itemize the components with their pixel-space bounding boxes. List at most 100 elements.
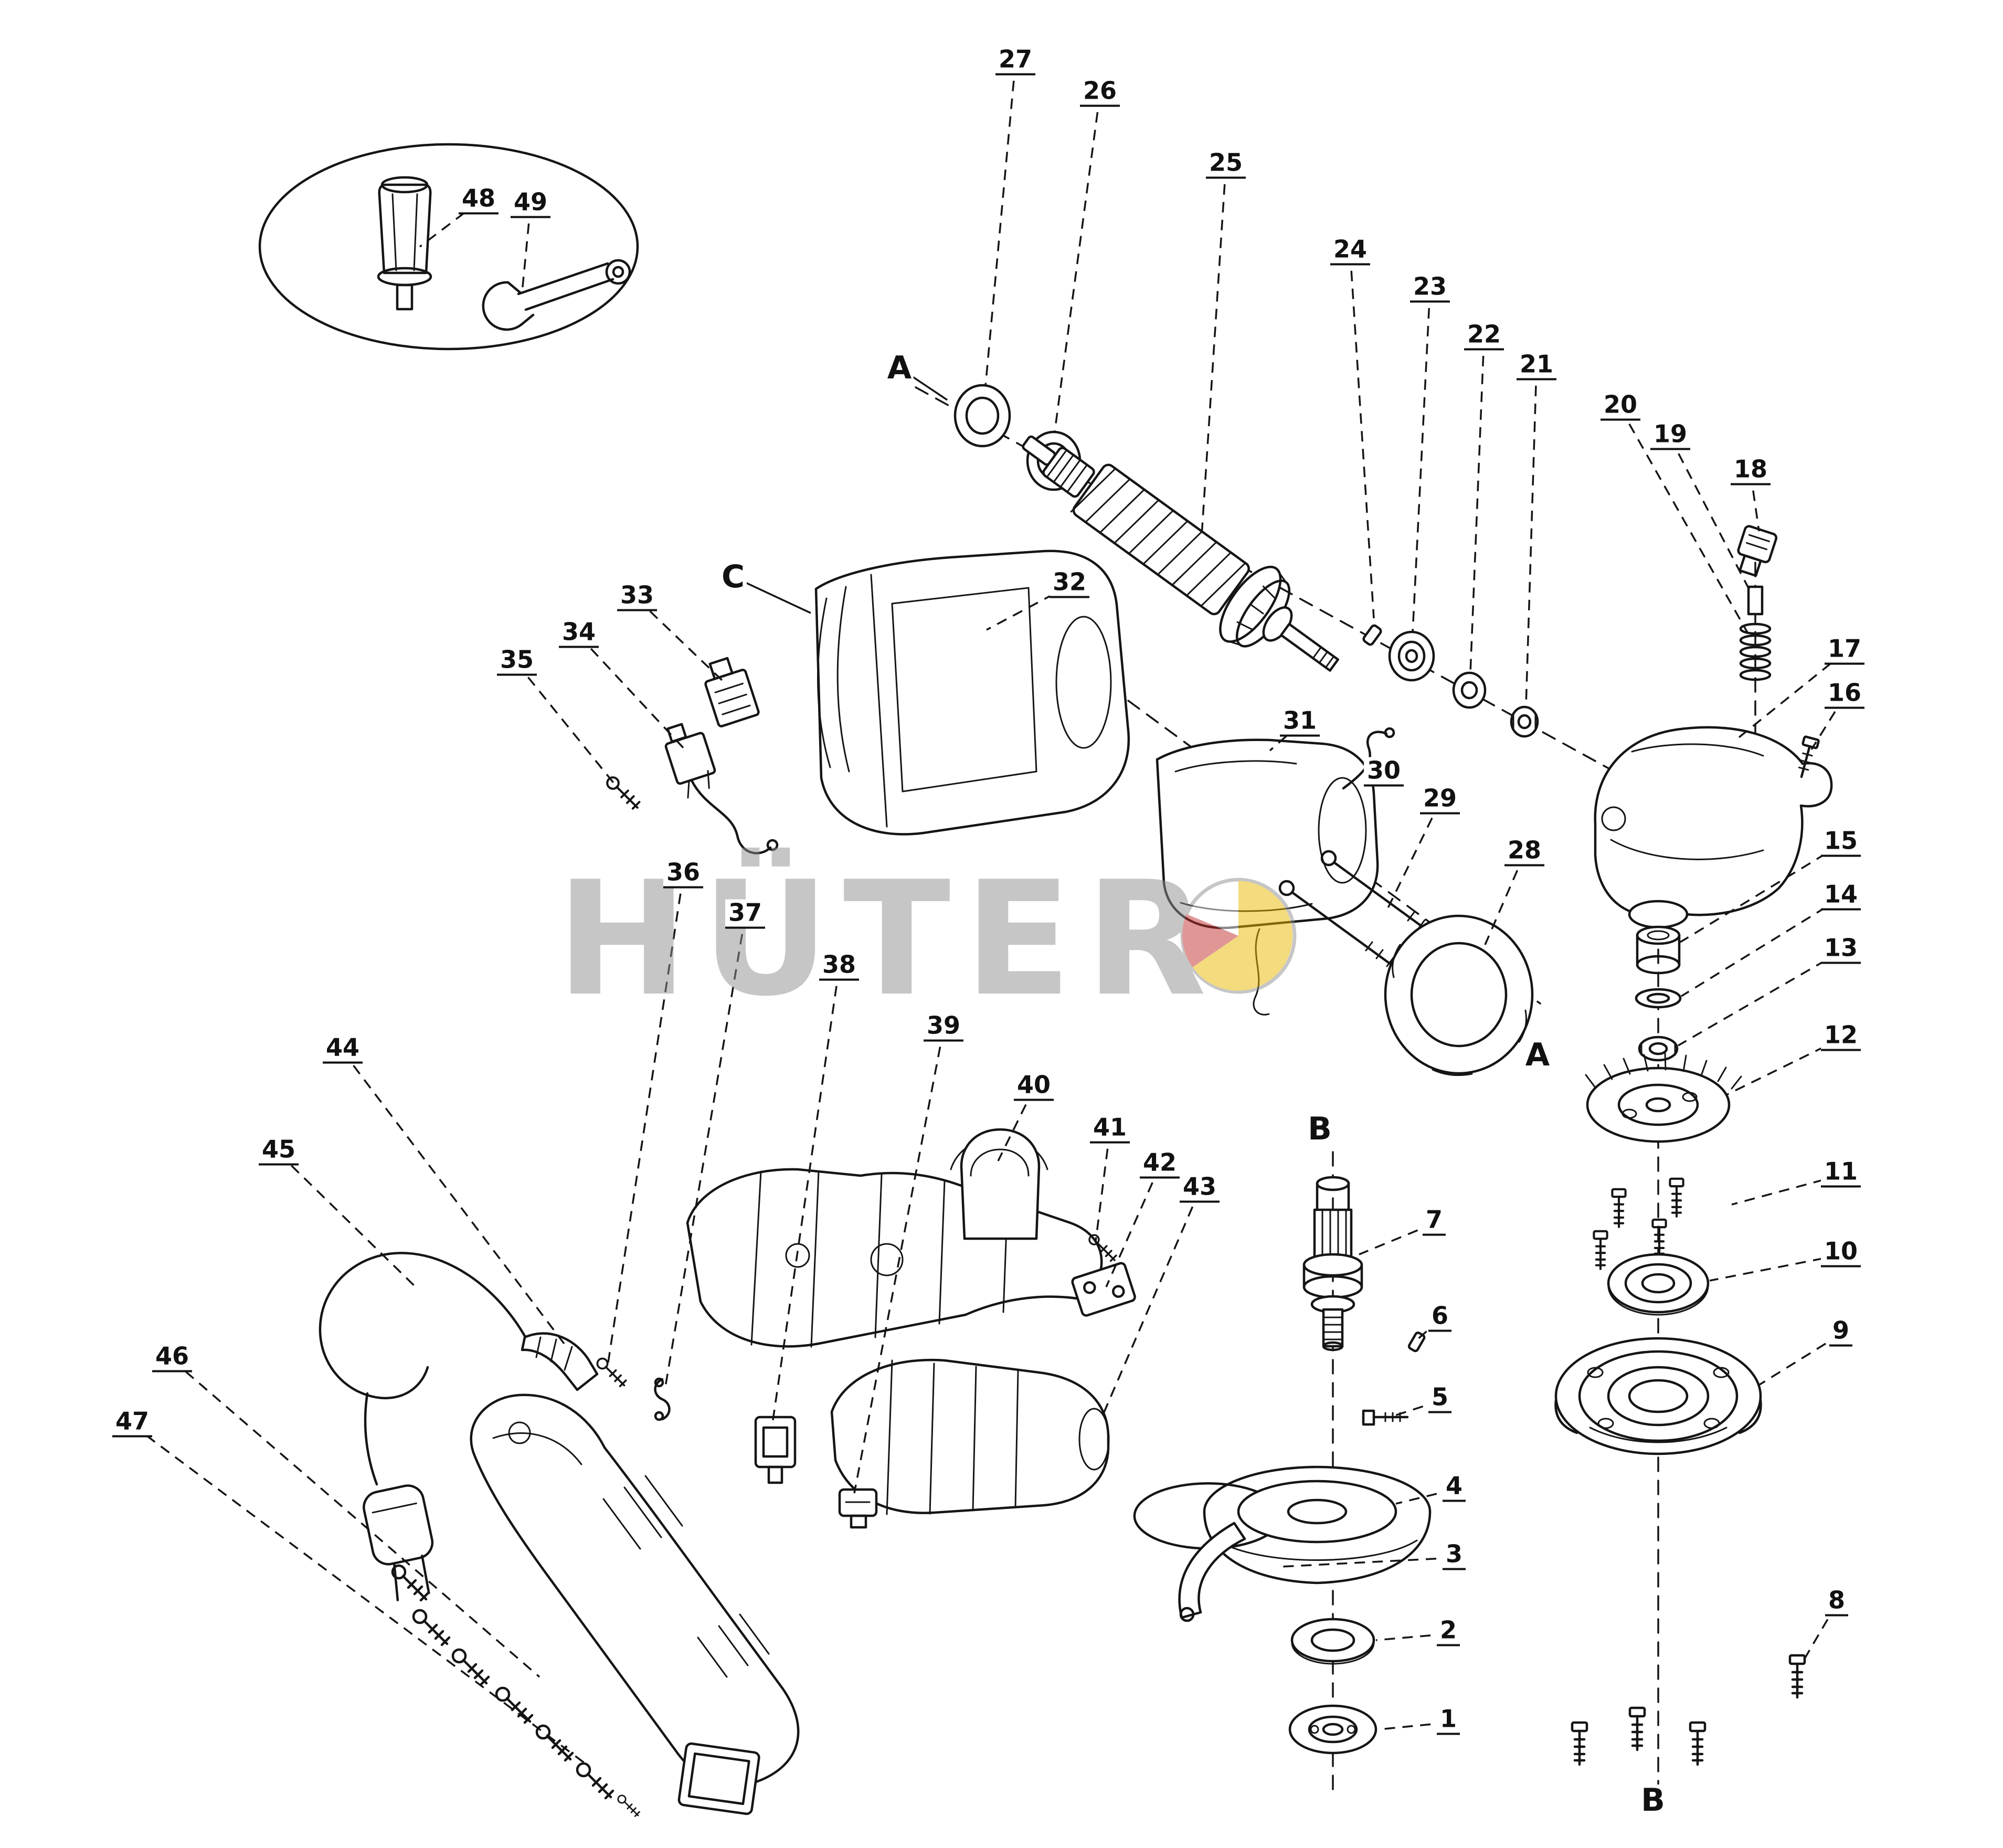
part-label-12: 12 [1820, 1021, 1861, 1051]
part-38-switch-button [754, 1416, 797, 1484]
part-10-bearing [1607, 1253, 1710, 1316]
leader-part-26 [1054, 94, 1101, 432]
part-label-45: 45 [258, 1136, 299, 1166]
part-40-cover [950, 1128, 1048, 1240]
part-label-8: 8 [1825, 1587, 1849, 1617]
section-letter-A-2: A [1523, 1039, 1552, 1071]
part-15-sleeve [1636, 925, 1681, 975]
part-label-5: 5 [1428, 1384, 1452, 1413]
part-12-gear [1585, 1052, 1742, 1143]
part-22-washer [1452, 671, 1487, 709]
part-label-27: 27 [995, 46, 1036, 76]
part-42-plate [1071, 1262, 1136, 1317]
grip-housing [470, 1393, 800, 1787]
leader-part-44 [342, 1050, 565, 1345]
part-label-17: 17 [1824, 635, 1865, 665]
part-43-housing-half [830, 1358, 1110, 1515]
part-5-bolt [1362, 1409, 1409, 1426]
leader-part-10 [1709, 1254, 1841, 1282]
part-16-screw [1798, 735, 1820, 778]
gear-head-housing [1594, 726, 1833, 929]
part-label-25: 25 [1205, 149, 1246, 179]
leader-part-41 [1095, 1131, 1111, 1242]
part-9-flange [1554, 1337, 1762, 1455]
part-label-48: 48 [458, 185, 499, 215]
part-20-spring [1739, 622, 1772, 681]
leader-part-29 [1384, 801, 1441, 914]
leader-part-46 [171, 1359, 541, 1678]
part-label-3: 3 [1442, 1540, 1466, 1570]
part-label-31: 31 [1279, 707, 1320, 737]
part-7-spindle [1302, 1176, 1363, 1351]
part-label-38: 38 [819, 951, 860, 981]
leader-part-42 [1105, 1166, 1161, 1287]
switch-wire [690, 779, 779, 854]
part-25-armature [1022, 435, 1339, 672]
leader-part-15 [1680, 843, 1841, 943]
part-label-46: 46 [152, 1343, 193, 1372]
leader-part-40 [997, 1088, 1035, 1161]
leader-part-45 [278, 1152, 418, 1290]
leader-part-34 [578, 635, 686, 751]
part-14-washer [1635, 988, 1682, 1009]
section-letter-C-1: C [719, 561, 747, 593]
leader-part-20 [1619, 408, 1748, 633]
leader-part-47 [131, 1424, 590, 1767]
part-44-cable-boot [521, 1332, 599, 1391]
leader-part-13 [1678, 951, 1841, 1047]
leader-part-22 [1469, 337, 1485, 673]
part-label-43: 43 [1179, 1173, 1220, 1203]
part-label-33: 33 [617, 582, 658, 611]
part-34-component [664, 723, 716, 799]
part-label-15: 15 [1820, 827, 1861, 857]
part-label-19: 19 [1650, 420, 1691, 450]
part-label-30: 30 [1363, 757, 1404, 787]
part-label-9: 9 [1829, 1317, 1853, 1347]
leader-part-25 [1201, 166, 1227, 536]
part-label-42: 42 [1139, 1149, 1180, 1179]
leader-part-7 [1359, 1222, 1435, 1255]
leader-part-21 [1525, 367, 1538, 706]
part-1-clamp-nut [1288, 1704, 1377, 1755]
leader-part-17 [1736, 651, 1846, 740]
leader-part-32 [986, 585, 1070, 631]
part-21-nut [1510, 705, 1539, 738]
part-label-35: 35 [496, 646, 537, 676]
part-label-49: 49 [510, 188, 551, 218]
part-label-47: 47 [112, 1408, 153, 1438]
part-18-switch-knob [1737, 525, 1778, 577]
part-label-22: 22 [1464, 321, 1504, 351]
leader-part-43 [1101, 1190, 1201, 1418]
leader-part-37 [664, 916, 746, 1387]
part-30-wire [1342, 727, 1395, 790]
part-label-34: 34 [558, 618, 599, 648]
part-label-23: 23 [1409, 273, 1450, 303]
part-label-11: 11 [1820, 1158, 1861, 1188]
part-label-32: 32 [1049, 568, 1090, 598]
leader-part-35 [516, 662, 616, 786]
part-label-16: 16 [1824, 679, 1865, 709]
part-label-36: 36 [663, 859, 704, 889]
section-letter-A-0: A [885, 352, 914, 384]
leader-part-19 [1669, 437, 1753, 595]
part-45-power-cable [319, 1252, 531, 1601]
part-label-28: 28 [1504, 837, 1545, 867]
part-2-inner-flange [1290, 1618, 1375, 1665]
part-label-26: 26 [1079, 77, 1120, 107]
part-label-14: 14 [1820, 881, 1861, 911]
part-13-nut [1638, 1036, 1679, 1062]
leader-part-14 [1681, 897, 1841, 997]
part-label-6: 6 [1428, 1302, 1452, 1332]
leader-part-24 [1349, 252, 1375, 619]
part-label-20: 20 [1600, 391, 1641, 421]
power-plug [363, 1484, 434, 1601]
part-37-clip [654, 1377, 671, 1421]
wrench [482, 259, 631, 331]
part-label-10: 10 [1820, 1238, 1861, 1268]
part-23-bearing [1388, 630, 1435, 682]
part-label-40: 40 [1013, 1071, 1054, 1101]
brush-door [677, 1742, 760, 1815]
